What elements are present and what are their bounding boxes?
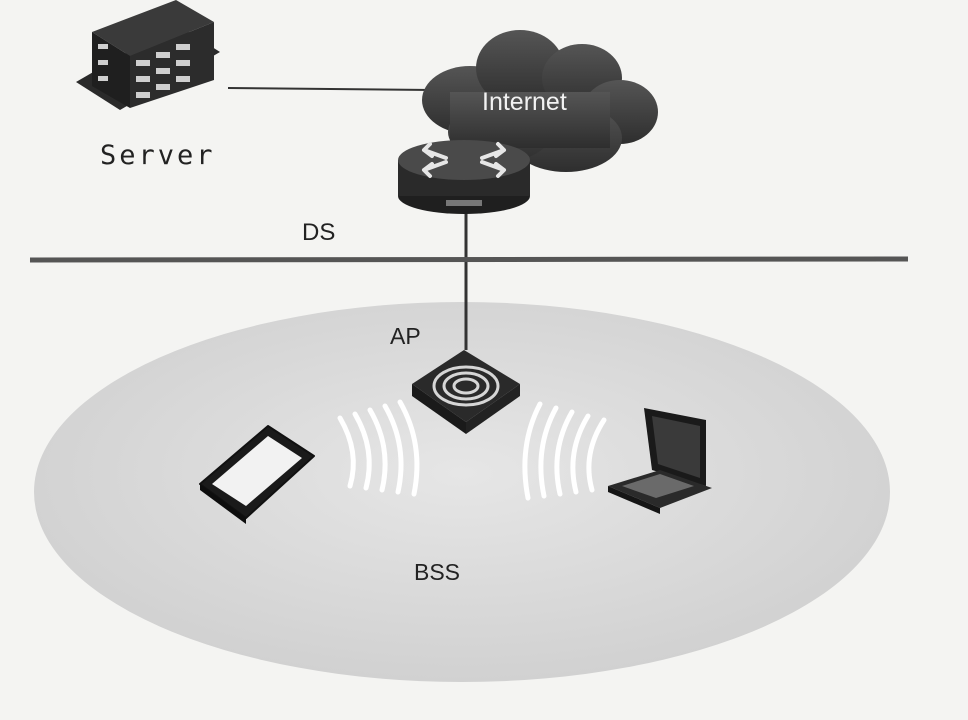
smartphone-icon bbox=[199, 425, 315, 524]
router-icon bbox=[398, 140, 530, 214]
ap-label: AP bbox=[390, 323, 421, 349]
bss-coverage-area bbox=[34, 302, 890, 682]
ds-label: DS bbox=[302, 219, 335, 246]
laptop-icon bbox=[608, 408, 712, 514]
signal-waves-right-icon bbox=[522, 401, 607, 501]
bss-label: BSS bbox=[414, 559, 460, 585]
cloud-icon bbox=[422, 30, 658, 172]
access-point-icon bbox=[412, 350, 520, 434]
signal-waves-left-icon bbox=[337, 399, 420, 497]
server-icon bbox=[76, 0, 220, 110]
internet-label: Internet bbox=[482, 88, 567, 116]
ds-boundary-line bbox=[29, 256, 909, 263]
server-label: Server bbox=[100, 140, 216, 171]
server-internet-link bbox=[227, 87, 433, 91]
